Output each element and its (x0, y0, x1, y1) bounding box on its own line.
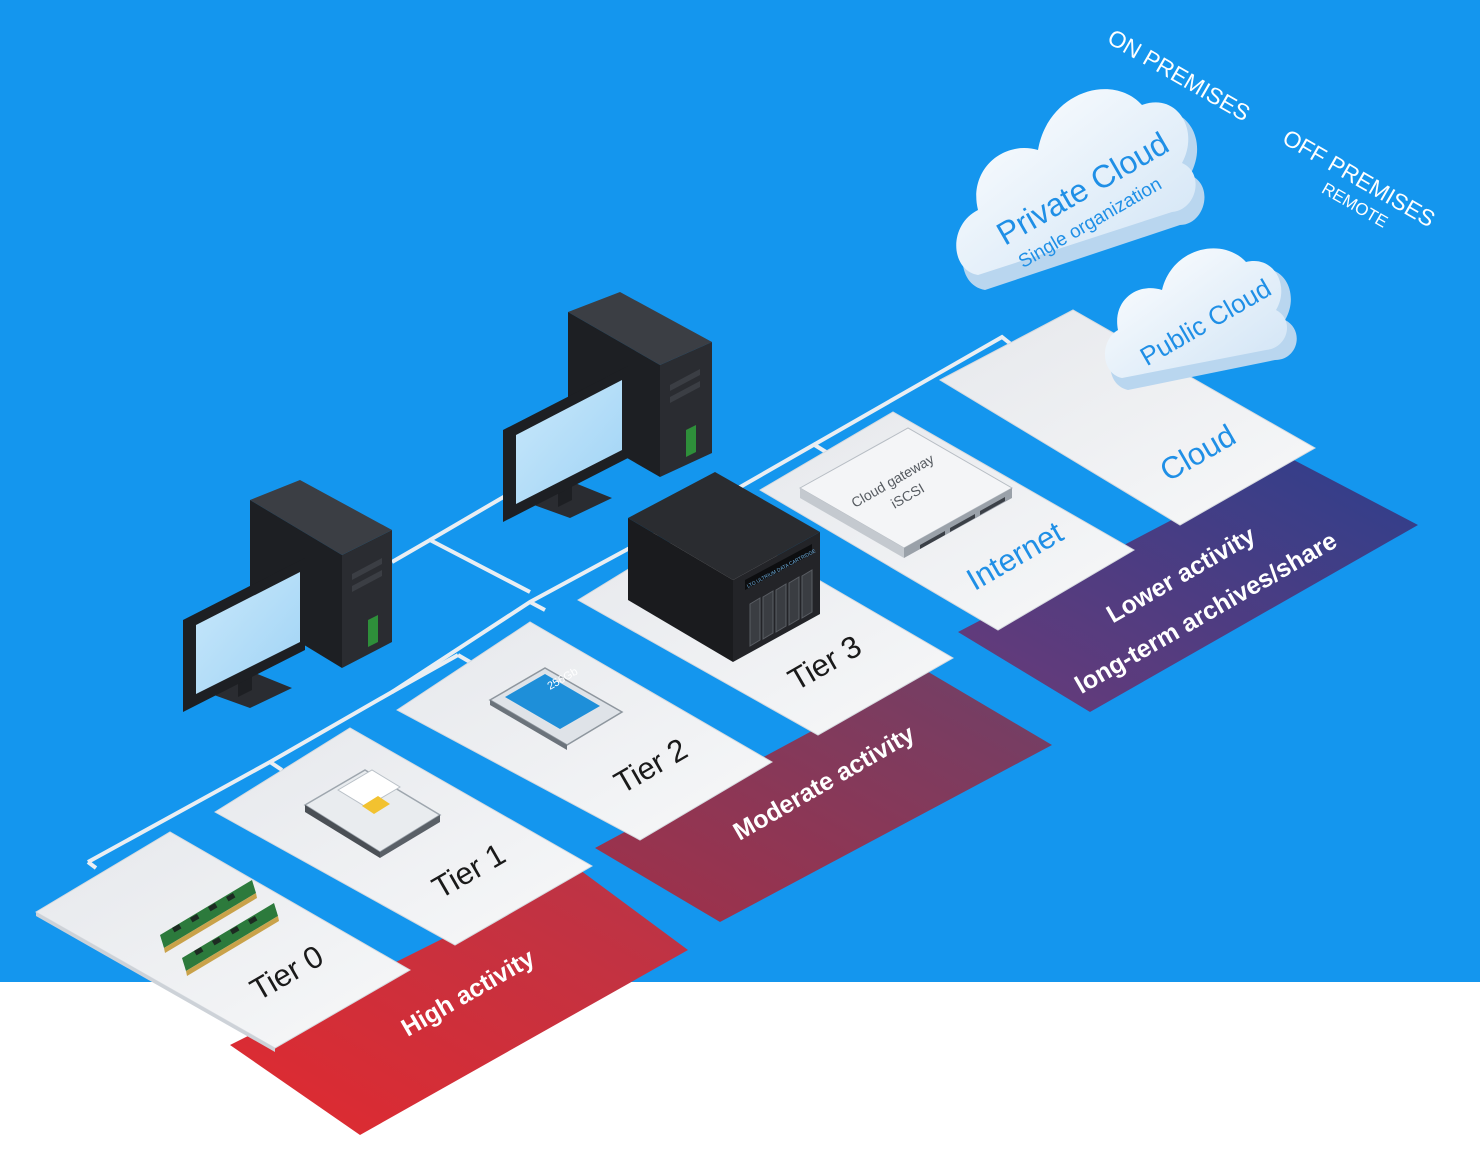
private-cloud-icon: Private Cloud Single organization (956, 89, 1205, 291)
desktop-computer-icon (183, 480, 392, 712)
moderate-activity-band (595, 670, 1052, 922)
public-cloud-icon: Public Cloud (1104, 248, 1297, 390)
desktop-computer-icon (503, 292, 712, 522)
nas-storage-icon: LTO ULTRIUM DATA CARTRIDGE (628, 472, 820, 662)
tile-cloud (938, 309, 1317, 526)
hard-disk-icon (303, 769, 442, 858)
ram-memory-icon (160, 880, 279, 976)
lower-activity-band (958, 458, 1418, 712)
rack-server-icon: Cloud gateway iSCSI (798, 427, 1014, 558)
high-activity-band (230, 870, 688, 1135)
ssd-icon: 256Gb (488, 666, 624, 750)
